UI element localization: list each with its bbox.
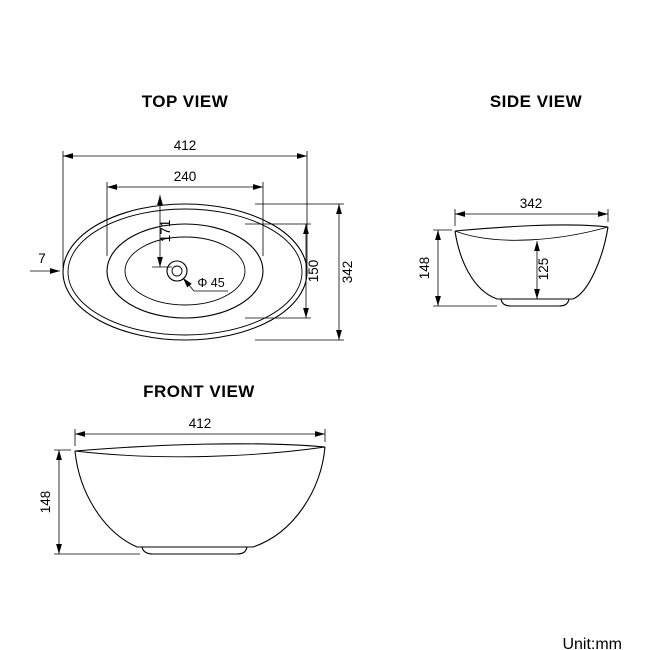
- top-view: TOP VIEW 412 240: [30, 92, 355, 341]
- side-rim-top-edge: [454, 224, 609, 232]
- dim-label-front-412: 412: [189, 416, 212, 431]
- dim-top-opening-depth: 150: [245, 223, 321, 319]
- dim-top-overall-depth: 342: [255, 203, 355, 341]
- front-right-wall: [252, 446, 326, 548]
- front-view-basin-outline: [74, 443, 326, 555]
- unit-note: Unit:mm: [562, 636, 622, 650]
- front-foot: [141, 546, 248, 555]
- dim-label-top-240: 240: [174, 169, 197, 184]
- side-right-wall: [572, 226, 609, 300]
- dim-top-rim-thickness: 7: [30, 251, 60, 274]
- dim-top-center-offset: 171: [152, 195, 173, 268]
- dim-top-overall-width: 412: [62, 138, 308, 268]
- dim-drain-diameter: Φ 45: [182, 276, 228, 292]
- side-view-title: SIDE VIEW: [490, 92, 583, 111]
- dim-label-top-150: 150: [306, 260, 321, 283]
- side-left-wall: [454, 230, 498, 300]
- inner-rim-ellipse: [67, 208, 303, 336]
- dim-label-top-412: 412: [174, 138, 197, 153]
- dim-label-top-171: 171: [158, 220, 173, 243]
- dim-front-width: 412: [74, 416, 326, 446]
- drain-inner-circle: [171, 265, 183, 277]
- dim-side-height: 148: [417, 229, 497, 307]
- front-rim-front-edge: [74, 446, 326, 458]
- dim-label-front-148: 148: [38, 491, 53, 514]
- dim-top-opening-width: 240: [106, 169, 264, 256]
- dim-label-side-148: 148: [417, 257, 432, 280]
- drain-outer-circle: [166, 260, 188, 282]
- dim-side-width: 342: [454, 196, 609, 226]
- side-foot: [500, 298, 570, 307]
- side-rim-front-edge: [454, 226, 609, 241]
- top-view-title: TOP VIEW: [142, 92, 229, 111]
- dim-side-inner-depth: 125: [534, 241, 551, 299]
- dim-front-height: 148: [38, 449, 140, 555]
- dim-label-side-342: 342: [520, 196, 543, 211]
- dim-label-top-7: 7: [38, 251, 46, 266]
- basin-opening-ellipse: [106, 223, 264, 319]
- side-view-basin-outline: [454, 224, 609, 307]
- basin-bottom-ellipse: [124, 236, 246, 306]
- front-rim-top-edge: [74, 443, 326, 452]
- front-left-wall: [74, 450, 138, 548]
- dim-label-top-342: 342: [340, 261, 355, 284]
- front-view: FRONT VIEW 412 148: [38, 382, 326, 555]
- dim-label-side-125: 125: [536, 258, 551, 281]
- front-view-title: FRONT VIEW: [143, 382, 255, 401]
- side-view: SIDE VIEW 342 148: [417, 92, 609, 307]
- dim-label-drain-45: Φ 45: [197, 276, 224, 290]
- drain-hole: [166, 260, 188, 282]
